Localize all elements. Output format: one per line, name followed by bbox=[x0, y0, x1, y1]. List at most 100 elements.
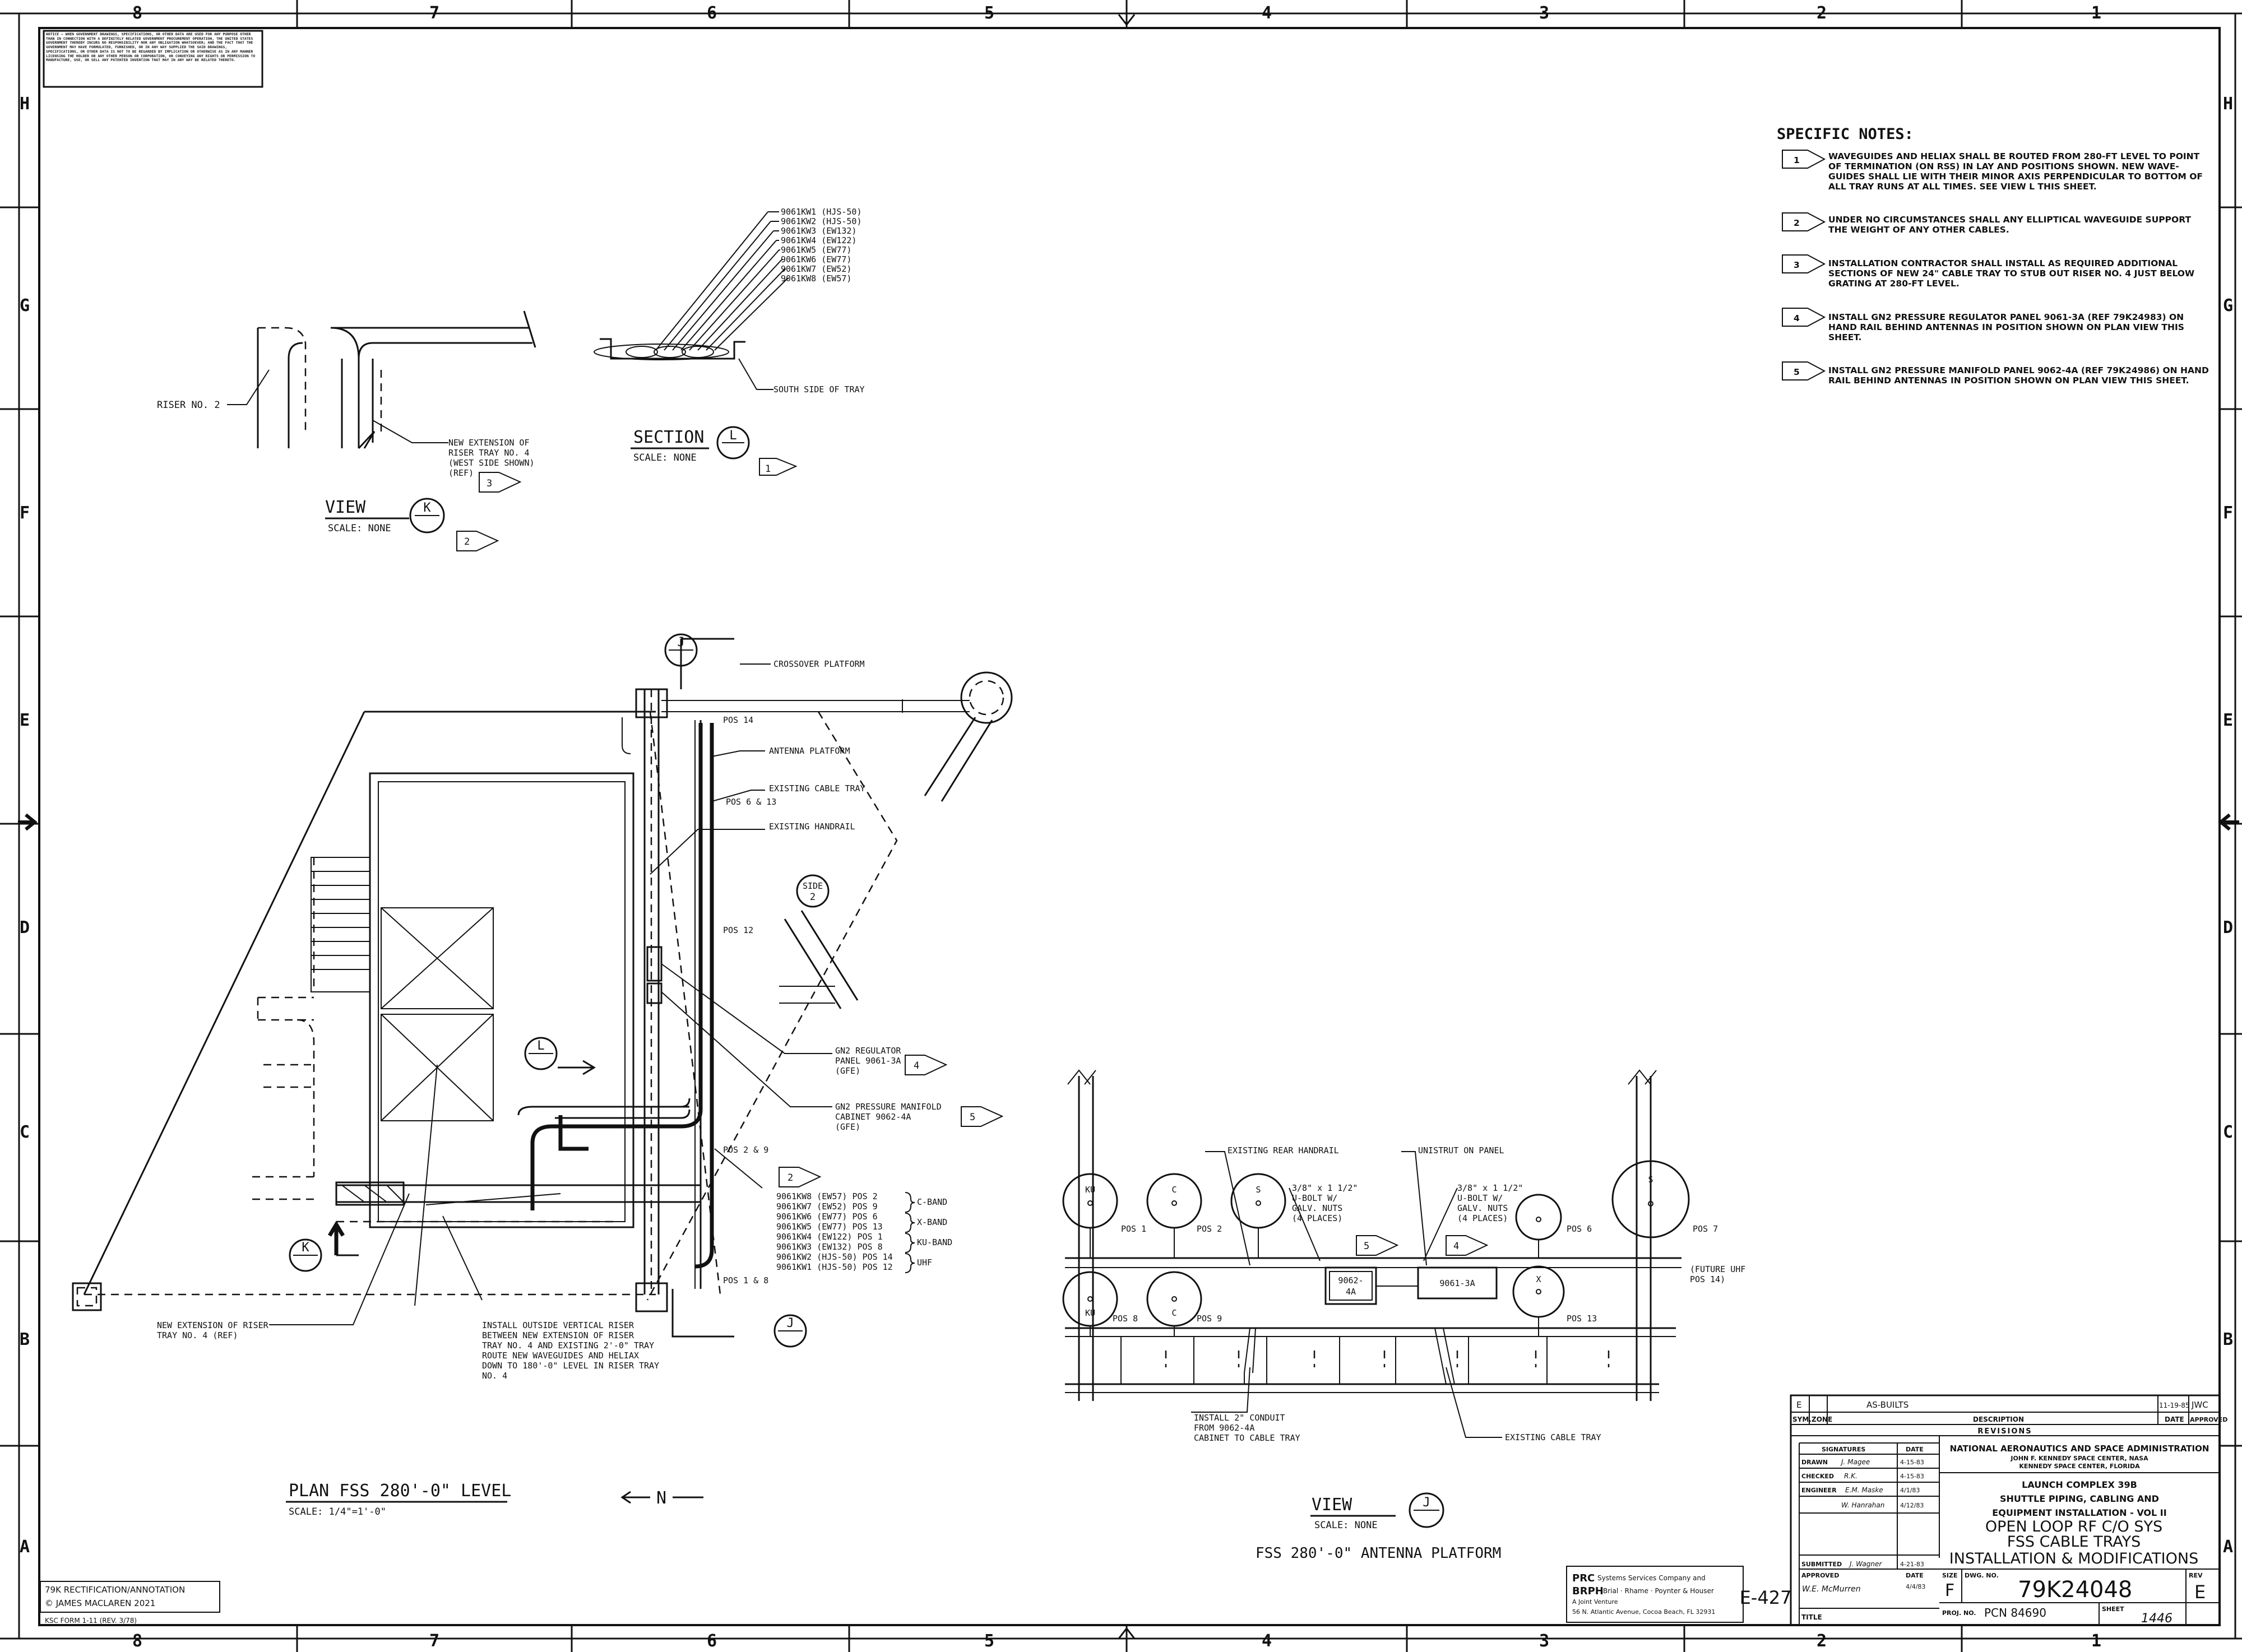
note-4-line-2: HAND RAIL BEHIND ANTENNAS IN POSITION SH… bbox=[1828, 322, 2184, 332]
note-2-line-1: UNDER NO CIRCUMSTANCES SHALL ANY ELLIPTI… bbox=[1828, 215, 2191, 225]
plan-label-pos-12: POS 12 bbox=[723, 925, 753, 935]
zone-left-a: A bbox=[20, 1537, 30, 1557]
section-l-cable-1: 9061KW1 (HJS-50) bbox=[781, 207, 862, 217]
stamp-line-2: © JAMES MACLAREN 2021 bbox=[45, 1598, 155, 1608]
plan-cable-3: 9061KW6 (EW77) POS 6 bbox=[776, 1212, 878, 1222]
title-label: TITLE bbox=[1801, 1613, 1822, 1621]
plan-cable-4: 9061KW5 (EW77) POS 13 bbox=[776, 1222, 883, 1232]
conduit-line-2: FROM 9062-4A bbox=[1194, 1423, 1254, 1433]
plan-cable-7: 9061KW2 (HJS-50) POS 14 bbox=[776, 1252, 893, 1262]
plan-title: PLAN FSS 280'-0" LEVEL bbox=[289, 1481, 511, 1501]
title-big-3: INSTALLATION & MODIFICATIONS bbox=[1949, 1550, 2198, 1567]
dish-top-5-letter: S bbox=[1648, 1175, 1653, 1185]
zone-top-3: 3 bbox=[1539, 3, 1549, 23]
note-1-line-1: WAVEGUIDES AND HELIAX SHALL BE ROUTED FR… bbox=[1828, 151, 2200, 161]
plan-cable-flag: 2 bbox=[788, 1172, 793, 1184]
rev-row-desc: AS-BUILTS bbox=[1866, 1400, 1909, 1410]
sig-submitted-name: J. Wagner bbox=[1849, 1560, 1882, 1568]
note-1-number: 1 bbox=[1794, 155, 1800, 165]
plan-cut-j-top-letter: J bbox=[677, 635, 684, 649]
dwg-no-label: DWG. NO. bbox=[1965, 1572, 1999, 1579]
form-number: KSC FORM 1-11 (REV. 3/78) bbox=[45, 1617, 137, 1625]
notes-title: SPECIFIC NOTES: bbox=[1777, 126, 1914, 143]
zone-labels-left: H G F E D C B A bbox=[20, 94, 30, 1557]
zone-bottom-7: 7 bbox=[429, 1631, 439, 1651]
plan-install-line-4: ROUTE NEW WAVEGUIDES AND HELIAX bbox=[482, 1351, 639, 1361]
gn2-manifold-line-2: CABINET 9062-4A bbox=[835, 1112, 911, 1122]
zone-left-h: H bbox=[20, 94, 30, 114]
sig-drawn-date: 4-15-83 bbox=[1900, 1459, 1924, 1466]
ubolt-right-line-3: GALV. NUTS bbox=[1457, 1203, 1508, 1213]
dish-top-2-pos: POS 2 bbox=[1197, 1224, 1222, 1234]
section-l-cable-6: 9061KW6 (EW77) bbox=[781, 254, 851, 264]
zone-bottom-4: 4 bbox=[1262, 1631, 1272, 1651]
contractor-prc-text: Systems Services Company and bbox=[1597, 1574, 1706, 1582]
panel-9062-line-2: 4A bbox=[1346, 1287, 1356, 1297]
plan-cut-k-letter: K bbox=[302, 1241, 309, 1255]
view-j-letter: J bbox=[1423, 1496, 1430, 1510]
zone-bottom-6: 6 bbox=[707, 1631, 717, 1651]
view-j-future-line-1: (FUTURE UHF bbox=[1690, 1264, 1745, 1274]
rev-row-sym: E bbox=[1796, 1400, 1801, 1410]
section-l-cable-7: 9061KW7 (EW52) bbox=[781, 264, 851, 274]
dish-top-3-letter: S bbox=[1256, 1185, 1261, 1195]
zone-left-e: E bbox=[20, 711, 30, 730]
zone-top-1: 1 bbox=[2091, 3, 2101, 23]
zone-labels-right: H G F E D C B A bbox=[2223, 94, 2233, 1557]
plan-cable-2: 9061KW7 (EW52) POS 9 bbox=[776, 1201, 878, 1212]
gn2-manifold-line-1: GN2 PRESSURE MANIFOLD bbox=[835, 1102, 942, 1112]
zone-right-d: D bbox=[2223, 918, 2233, 938]
ubolt-right-line-2: U-BOLT W/ bbox=[1457, 1193, 1503, 1203]
zone-top-4: 4 bbox=[1262, 3, 1272, 23]
sig-4-date: 4/12/83 bbox=[1900, 1502, 1924, 1509]
ubolt-left-line-4: (4 PLACES) bbox=[1292, 1213, 1342, 1223]
dish-top-4-pos: POS 6 bbox=[1567, 1224, 1592, 1234]
plan-label-crossover: CROSSOVER PLATFORM bbox=[773, 659, 865, 669]
dish-bottom-1-pos: POS 8 bbox=[1113, 1314, 1138, 1324]
zone-left-f: F bbox=[20, 503, 30, 523]
note-4: 4 INSTALL GN2 PRESSURE REGULATOR PANEL 9… bbox=[1782, 308, 2184, 342]
plan-cable-1: 9061KW8 (EW57) POS 2 bbox=[776, 1191, 878, 1201]
gn2-manifold-flag: 5 bbox=[970, 1112, 975, 1123]
agency-name: NATIONAL AERONAUTICS AND SPACE ADMINISTR… bbox=[1950, 1444, 2209, 1454]
plan-band-x: X-BAND bbox=[917, 1217, 947, 1227]
zone-top-6: 6 bbox=[707, 3, 717, 23]
ubolt-left-line-3: GALV. NUTS bbox=[1292, 1203, 1342, 1213]
section-l-tray-label: SOUTH SIDE OF TRAY bbox=[773, 384, 865, 395]
annotation-stamp: 79K RECTIFICATION/ANNOTATION © JAMES MAC… bbox=[40, 1581, 220, 1613]
plan-label-pos-1-8: POS 1 & 8 bbox=[723, 1275, 768, 1286]
view-j-title: VIEW bbox=[1312, 1495, 1352, 1515]
plan-band-c: C-BAND bbox=[917, 1197, 947, 1207]
gn2-regulator-line-1: GN2 REGULATOR bbox=[835, 1046, 901, 1056]
plan-label-antenna: ANTENNA PLATFORM bbox=[769, 746, 850, 756]
zone-right-f: F bbox=[2223, 503, 2233, 523]
plan-cut-j-bottom-letter: J bbox=[786, 1316, 794, 1330]
plan-label-pos-14: POS 14 bbox=[723, 715, 753, 725]
dish-bottom-3-pos: POS 13 bbox=[1567, 1314, 1597, 1324]
note-5: 5 INSTALL GN2 PRESSURE MANIFOLD PANEL 90… bbox=[1782, 361, 2209, 386]
note-2-number: 2 bbox=[1794, 218, 1800, 228]
sheet-label: SHEET bbox=[2102, 1605, 2124, 1613]
zone-left-d: D bbox=[20, 918, 30, 938]
contractor-address: 56 N. Atlantic Avenue, Cocoa Beach, FL 3… bbox=[1572, 1608, 1715, 1616]
zone-right-b: B bbox=[2223, 1330, 2233, 1349]
gn2-regulator-flag: 4 bbox=[914, 1060, 919, 1071]
section-l-scale: SCALE: NONE bbox=[633, 452, 697, 463]
dish-top-2: C POS 2 bbox=[1146, 1173, 1222, 1258]
note-5-number: 5 bbox=[1794, 367, 1800, 377]
note-3-line-1: INSTALLATION CONTRACTOR SHALL INSTALL AS… bbox=[1828, 258, 2178, 268]
view-k-extension-line-4: (REF) bbox=[448, 468, 474, 478]
zone-top-2: 2 bbox=[1817, 3, 1827, 23]
section-l-title: SECTION bbox=[633, 428, 704, 447]
note-3-line-3: GRATING AT 280-FT LEVEL. bbox=[1828, 279, 1960, 289]
agency-center-2: KENNEDY SPACE CENTER, FLORIDA bbox=[2019, 1463, 2140, 1470]
gn2-regulator-line-3: (GFE) bbox=[835, 1066, 860, 1076]
riser-no-2-label: RISER NO. 2 bbox=[157, 400, 220, 411]
sig-approved-name: W.E. McMurren bbox=[1802, 1585, 1861, 1594]
rev-row-approved: JWC bbox=[2191, 1400, 2208, 1410]
plan-cable-8: 9061KW1 (HJS-50) POS 12 bbox=[776, 1262, 893, 1272]
north-arrow-label: N bbox=[656, 1488, 666, 1508]
stamp-line-1: 79K RECTIFICATION/ANNOTATION bbox=[45, 1585, 185, 1595]
note-4-line-3: SHEET. bbox=[1828, 332, 1861, 342]
zone-top-7: 7 bbox=[429, 3, 439, 23]
